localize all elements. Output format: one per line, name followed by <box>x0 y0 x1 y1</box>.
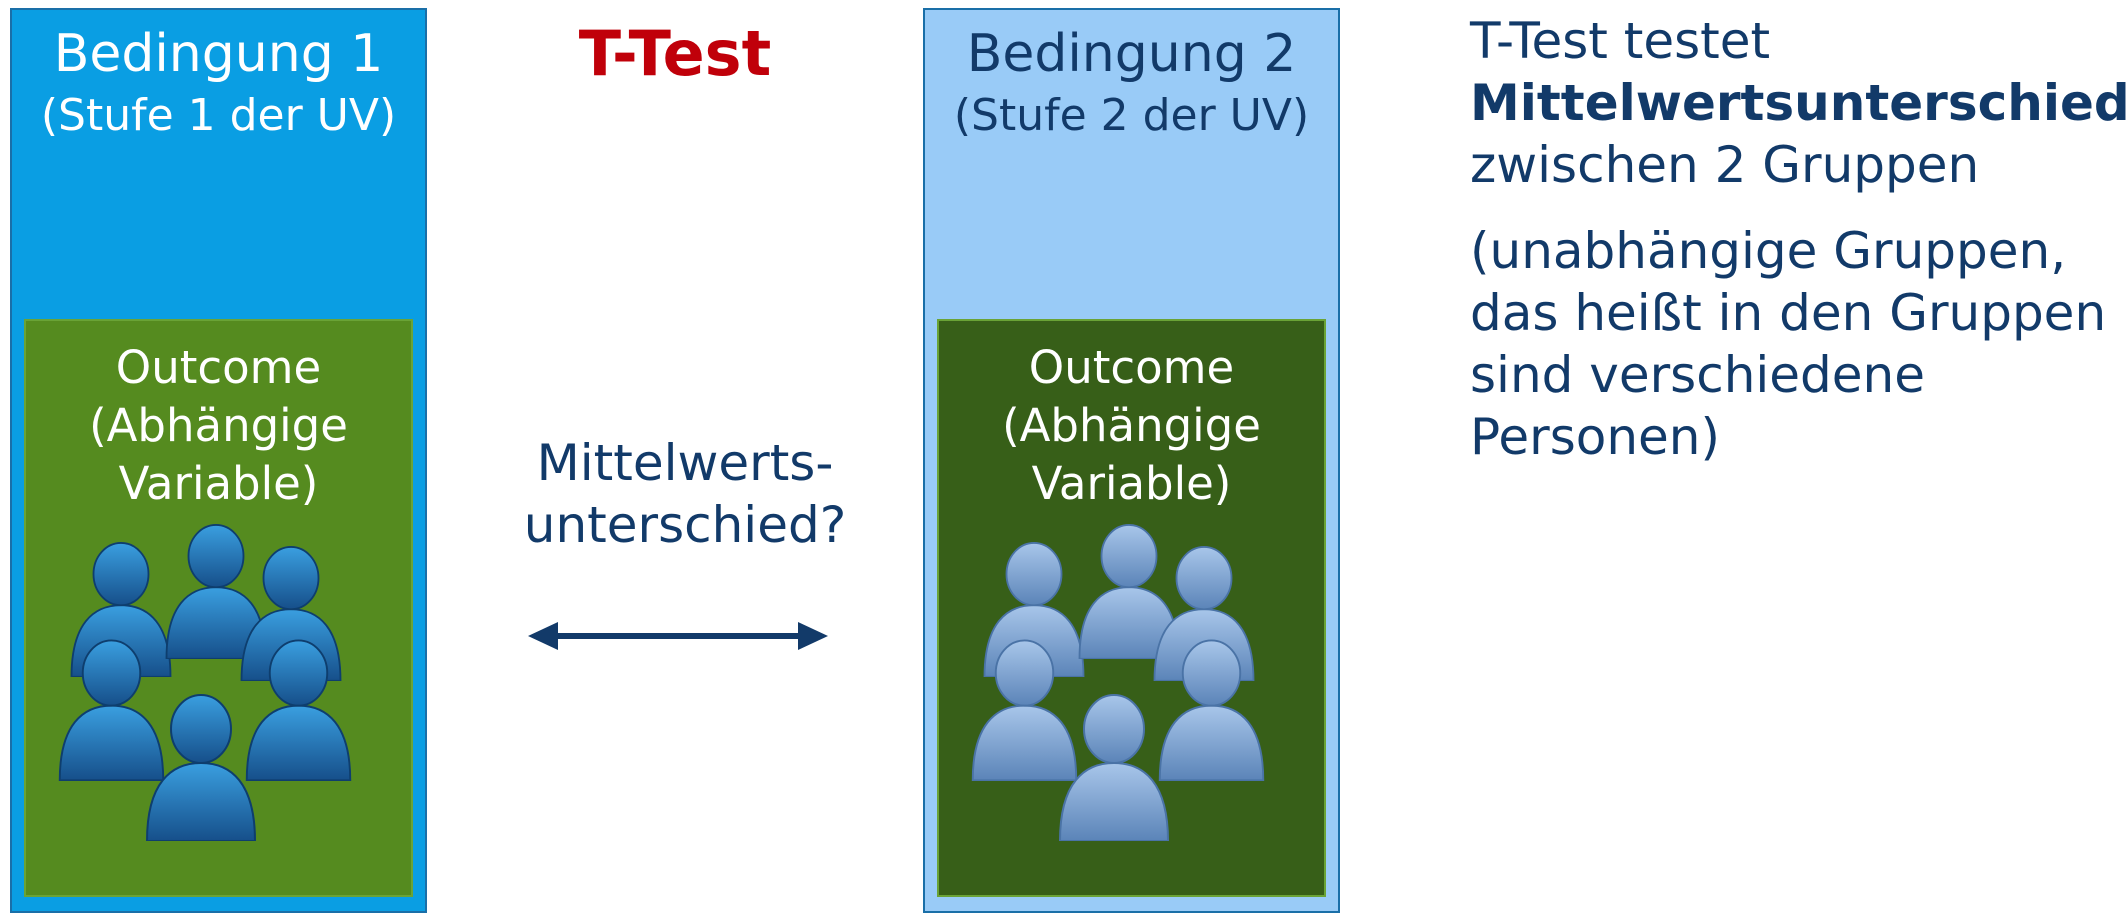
double-arrow-icon <box>528 622 828 650</box>
condition-1-box: Bedingung 1 (Stufe 1 der UV) Outcome (Ab… <box>10 8 427 913</box>
condition-2-outcome-box: Outcome (Abhängige Variable) <box>937 319 1326 897</box>
mean-difference-label: Mittelwerts- unterschied? <box>523 434 847 554</box>
condition-2-box: Bedingung 2 (Stufe 2 der UV) Outcome (Ab… <box>923 8 1340 913</box>
description-line-1: T-Test testet <box>1470 12 1771 70</box>
description-note: (unabhängige Gruppen, das heißt in den G… <box>1470 222 2107 466</box>
condition-1-outcome-label: Outcome (Abhängige Variable) <box>89 341 348 510</box>
condition-1-subtitle: (Stufe 1 der UV) <box>40 90 397 141</box>
description-line-3: zwischen 2 Gruppen <box>1470 136 1980 194</box>
people-group-icon <box>971 523 1265 841</box>
people-group-icon <box>58 523 352 841</box>
condition-2-outcome-label: Outcome (Abhängige Variable) <box>1002 341 1261 510</box>
description-line-2: Mittelwertsunterschiede <box>1470 74 2128 132</box>
description-text: T-Test testet Mittelwertsunterschiede zw… <box>1470 10 2128 468</box>
condition-2-subtitle: (Stufe 2 der UV) <box>953 90 1310 141</box>
t-test-title: T-Test <box>578 17 772 90</box>
condition-1-title: Bedingung 1 <box>53 24 384 84</box>
condition-2-title: Bedingung 2 <box>966 24 1297 84</box>
condition-1-outcome-box: Outcome (Abhängige Variable) <box>24 319 413 897</box>
